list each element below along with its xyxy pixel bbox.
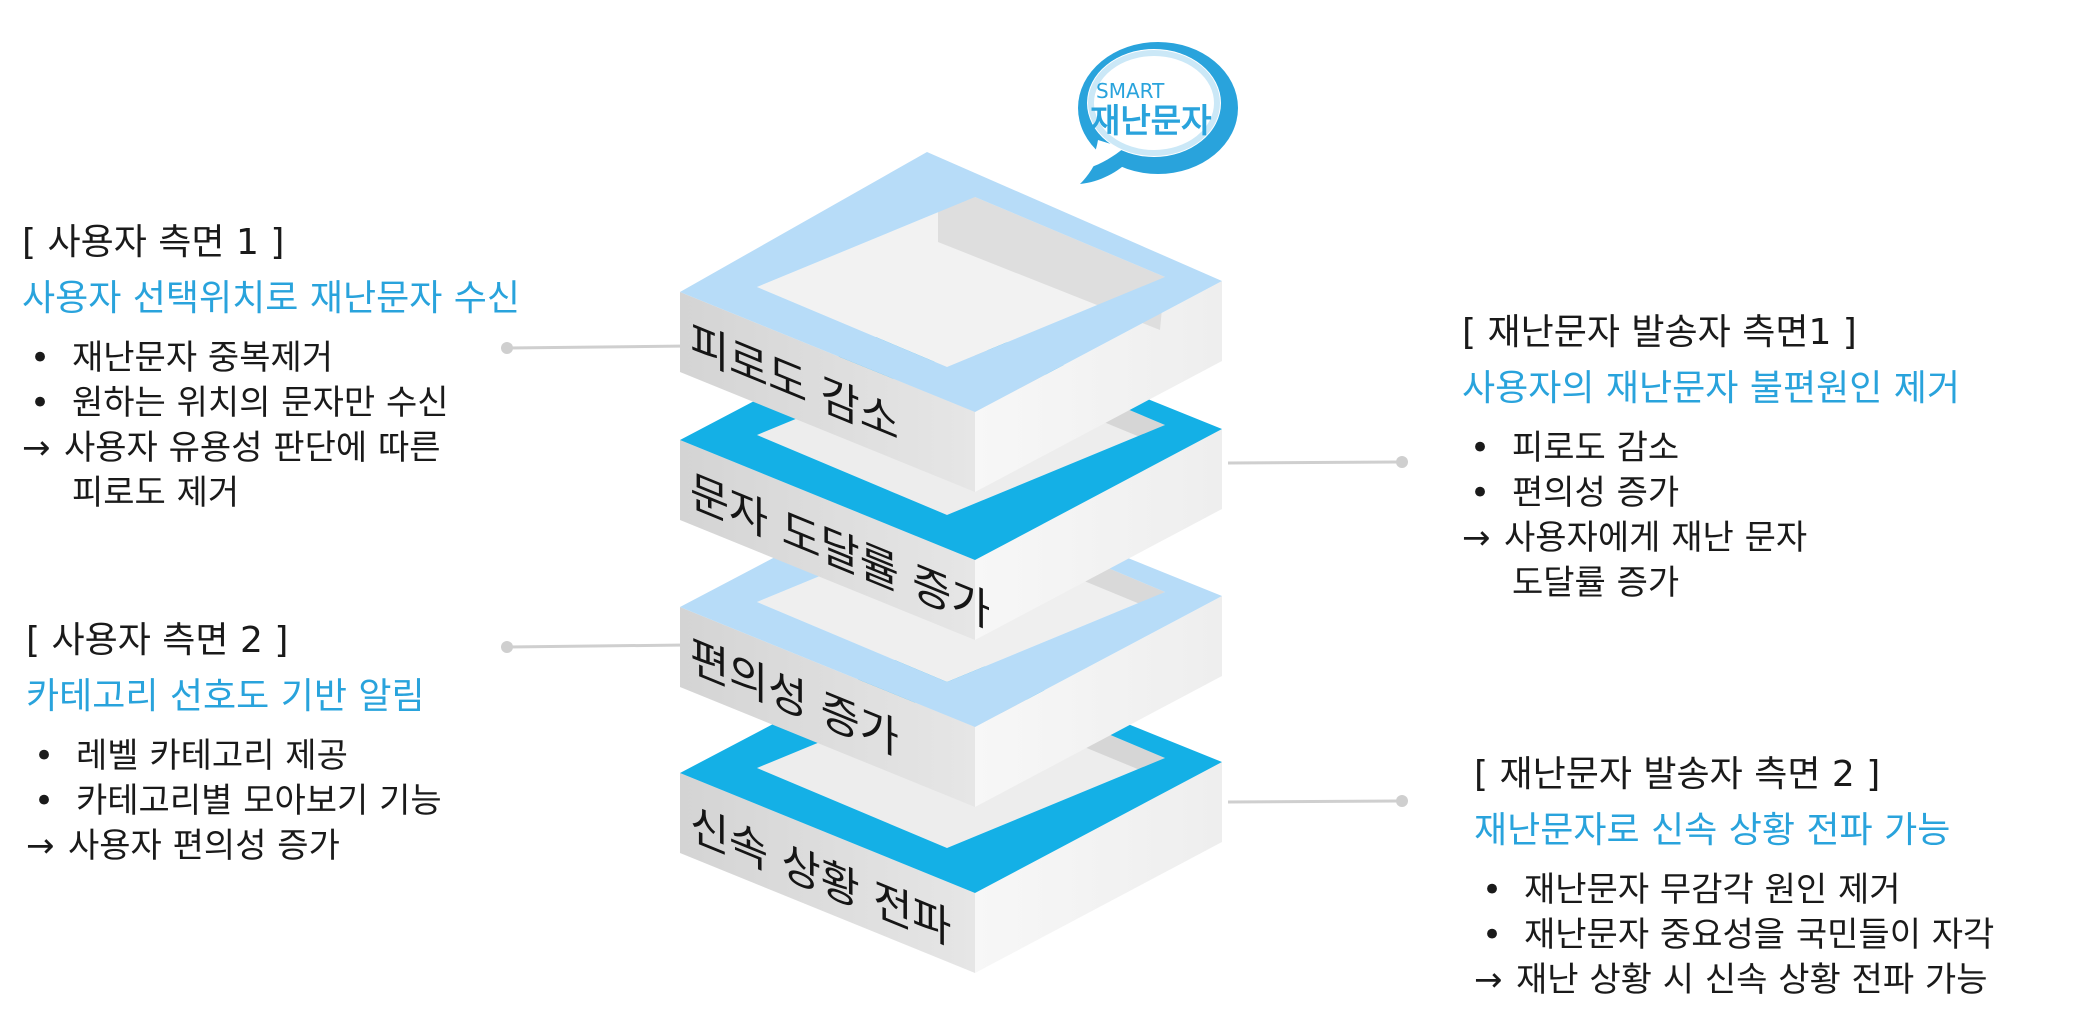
result-line: 피로도 제거 bbox=[72, 473, 240, 513]
panel-sender-aspect-1: [ 재난문자 발송자 측면1 ] 사용자의 재난문자 불편원인 제거 피로도 감… bbox=[1462, 310, 2088, 606]
panel-user-aspect-2: [ 사용자 측면 2 ] 카테고리 선호도 기반 알림 레벨 카테고리 제공 카… bbox=[26, 618, 786, 869]
bullet-item: 재난문자 무감각 원인 제거 bbox=[1474, 868, 2088, 913]
panel-heading: [ 재난문자 발송자 측면1 ] bbox=[1462, 312, 1857, 353]
panel-bullets: 재난문자 중복제거 원하는 위치의 문자만 수신 bbox=[22, 336, 782, 426]
panel-bullets: 레벨 카테고리 제공 카테고리별 모아보기 기능 bbox=[26, 734, 786, 824]
bullet-item: 피로도 감소 bbox=[1462, 426, 2088, 471]
panel-result: → 재난 상황 시 신속 상황 전파 가능 bbox=[1474, 958, 2088, 1003]
arrow-icon: → bbox=[22, 428, 51, 468]
panel-title: 사용자 선택위치로 재난문자 수신 bbox=[22, 278, 521, 319]
bullet-item: 재난문자 중복제거 bbox=[22, 336, 782, 381]
result-line: 도달률 증가 bbox=[1512, 563, 1680, 603]
panel-bullets: 재난문자 무감각 원인 제거 재난문자 중요성을 국민들이 자각 bbox=[1474, 868, 2088, 958]
panel-heading: [ 사용자 측면 2 ] bbox=[26, 620, 289, 661]
arrow-icon: → bbox=[1474, 960, 1503, 1000]
panel-heading: [ 재난문자 발송자 측면 2 ] bbox=[1474, 754, 1881, 795]
panel-title: 재난문자로 신속 상황 전파 가능 bbox=[1474, 810, 1951, 851]
bullet-item: 카테고리별 모아보기 기능 bbox=[26, 779, 786, 824]
panel-title: 카테고리 선호도 기반 알림 bbox=[26, 676, 425, 717]
result-line: 사용자 편의성 증가 bbox=[68, 826, 340, 866]
arrow-icon: → bbox=[26, 826, 55, 866]
panel-user-aspect-1: [ 사용자 측면 1 ] 사용자 선택위치로 재난문자 수신 재난문자 중복제거… bbox=[22, 220, 782, 516]
bullet-item: 편의성 증가 bbox=[1462, 471, 2088, 516]
panel-result: → 사용자 유용성 판단에 따른 피로도 제거 bbox=[22, 426, 782, 516]
arrow-icon: → bbox=[1462, 518, 1491, 558]
bullet-item: 재난문자 중요성을 국민들이 자각 bbox=[1474, 913, 2088, 958]
connector-user2 bbox=[501, 641, 687, 653]
panel-bullets: 피로도 감소 편의성 증가 bbox=[1462, 426, 2088, 516]
connector-sender1 bbox=[1227, 456, 1408, 468]
logo-small-text: SMART bbox=[1096, 79, 1165, 103]
connector-sender2 bbox=[1227, 795, 1408, 807]
panel-sender-aspect-2: [ 재난문자 발송자 측면 2 ] 재난문자로 신속 상황 전파 가능 재난문자… bbox=[1474, 752, 2088, 1003]
result-line: 사용자에게 재난 문자 bbox=[1504, 518, 1808, 558]
result-line: 재난 상황 시 신속 상황 전파 가능 bbox=[1516, 960, 1988, 1000]
smart-disaster-alert-logo: SMART 재난문자 bbox=[1078, 42, 1238, 184]
result-line: 사용자 유용성 판단에 따른 bbox=[64, 428, 441, 468]
bullet-item: 레벨 카테고리 제공 bbox=[26, 734, 786, 779]
panel-result: → 사용자에게 재난 문자 도달률 증가 bbox=[1462, 516, 2088, 606]
panel-result: → 사용자 편의성 증가 bbox=[26, 824, 786, 869]
logo-main-text: 재난문자 bbox=[1090, 101, 1212, 140]
bullet-item: 원하는 위치의 문자만 수신 bbox=[22, 381, 782, 426]
panel-title: 사용자의 재난문자 불편원인 제거 bbox=[1462, 368, 1961, 409]
panel-heading: [ 사용자 측면 1 ] bbox=[22, 222, 285, 263]
